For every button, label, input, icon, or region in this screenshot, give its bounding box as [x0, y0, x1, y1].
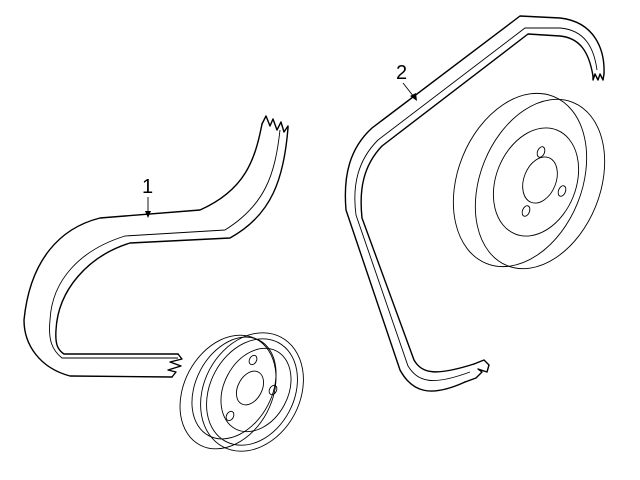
belt-1: [23, 115, 289, 378]
callout-number-1: 1: [142, 176, 154, 198]
callout-number-2: 2: [396, 62, 408, 84]
pulley-1: [179, 332, 304, 452]
pulley-2: [452, 92, 606, 270]
callout-2-leader: [402, 82, 417, 101]
belt-2: [344, 15, 605, 392]
callout-1-leader: [145, 197, 151, 218]
